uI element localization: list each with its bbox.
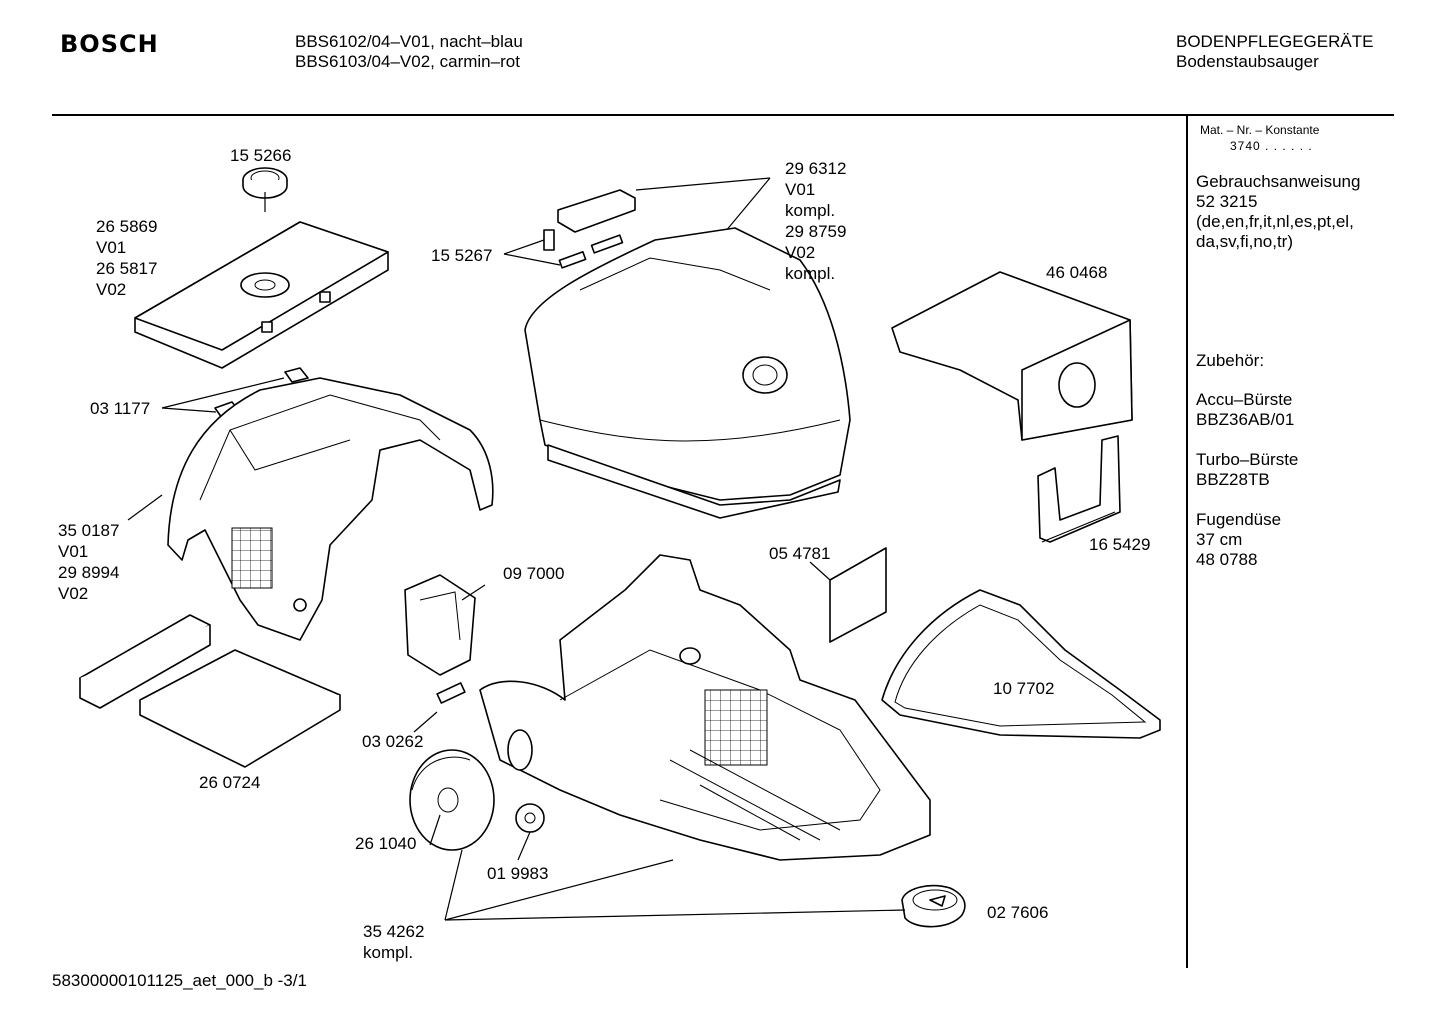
- part-filter-plate: [79, 614, 341, 768]
- mat-value: 3740 . . . . . .: [1230, 139, 1313, 153]
- part-knob: [242, 167, 288, 212]
- accessory-name: Accu–Bürste: [1196, 390, 1293, 409]
- part-label-26-5869: 26 5869 V01 26 5817 V02: [96, 216, 157, 300]
- part-number: 35 4262: [363, 922, 425, 941]
- part-variant: V02: [58, 584, 89, 603]
- nozzle-name: Fugendüse: [1196, 510, 1282, 529]
- model-line-1: BBS6102/04–V01, nacht–blau: [295, 32, 523, 51]
- part-hub: [515, 803, 545, 861]
- accessory-item: Accu–Bürste BBZ36AB/01: [1196, 390, 1294, 430]
- part-label-02-7606: 02 7606: [987, 903, 1049, 922]
- part-label-01-9983: 01 9983: [487, 864, 549, 883]
- sidebar-divider: [1186, 116, 1188, 968]
- part-number: 26 5869: [96, 217, 158, 236]
- leader-lines: [127, 494, 906, 921]
- part-label-46-0468: 46 0468: [1046, 263, 1108, 282]
- accessory-name: Turbo–Bürste: [1196, 450, 1299, 469]
- part-number: 29 8759: [785, 222, 847, 241]
- manual-block: Gebrauchsanweisung 52 3215 (de,en,fr,it,…: [1196, 172, 1360, 252]
- part-bag-holder: [1037, 435, 1121, 543]
- accessory-code: BBZ28TB: [1196, 470, 1270, 489]
- part-variant: V02: [785, 243, 816, 262]
- exploded-view-drawing: [79, 167, 1161, 928]
- accessory-item: Turbo–Bürste BBZ28TB: [1196, 450, 1298, 490]
- part-label-35-4262: 35 4262 kompl.: [363, 921, 424, 963]
- part-kompl: kompl.: [785, 201, 836, 220]
- accessories-title: Zubehör:: [1196, 351, 1265, 370]
- part-kompl: kompl.: [785, 264, 836, 283]
- part-filter-cover: [134, 221, 389, 369]
- model-line-2: BBS6103/04–V02, carmin–rot: [295, 52, 520, 71]
- part-label-16-5429: 16 5429: [1089, 535, 1151, 554]
- part-number: 35 0187: [58, 521, 120, 540]
- part-filter-sheet: [809, 547, 887, 643]
- part-dust-bag: [891, 271, 1133, 441]
- part-variant: V01: [58, 542, 89, 561]
- part-number: 29 8994: [58, 563, 120, 582]
- part-handle-latch: [503, 177, 771, 269]
- part-label-26-0724: 26 0724: [199, 773, 261, 792]
- part-number: 29 6312: [785, 159, 847, 178]
- manual-number: 52 3215: [1196, 192, 1258, 211]
- part-label-35-0187: 35 0187 V01 29 8994 V02: [58, 520, 119, 604]
- accessory-code: BBZ36AB/01: [1196, 410, 1295, 429]
- model-info: BBS6102/04–V01, nacht–blau BBS6103/04–V0…: [295, 32, 523, 72]
- category-info: BODENPFLEGEGERÄTE Bodenstaubsauger: [1176, 32, 1373, 72]
- part-label-05-4781: 05 4781: [769, 544, 831, 563]
- header-divider: [52, 114, 1394, 116]
- part-base-body: [479, 554, 931, 861]
- mat-label: Mat. – Nr. – Konstante: [1200, 123, 1320, 137]
- nozzle-item: Fugendüse 37 cm 48 0788: [1196, 510, 1281, 570]
- part-kompl: kompl.: [363, 943, 414, 962]
- part-wheel: [409, 749, 495, 851]
- part-main-lid: [524, 227, 851, 519]
- document-id: 58300000101125_aet_000_b -3/1: [52, 971, 307, 990]
- manual-languages-1: (de,en,fr,it,nl,es,pt,el,: [1196, 212, 1354, 231]
- part-housing-top: [167, 377, 494, 641]
- nozzle-code: 48 0788: [1196, 550, 1258, 569]
- manual-languages-2: da,sv,fi,no,tr): [1196, 232, 1293, 251]
- part-variant: V01: [785, 180, 816, 199]
- category-title: BODENPFLEGEGERÄTE: [1176, 32, 1374, 51]
- brand-logo: BOSCH: [60, 30, 159, 58]
- part-label-09-7000: 09 7000: [503, 564, 565, 583]
- part-variant: V01: [96, 238, 127, 257]
- part-variant: V02: [96, 280, 127, 299]
- part-label-03-1177: 03 1177: [90, 399, 151, 418]
- part-gasket: [881, 589, 1161, 739]
- part-label-15-5267: 15 5267: [431, 246, 493, 265]
- part-number: 26 5817: [96, 259, 158, 278]
- part-label-03-0262: 03 0262: [362, 732, 424, 751]
- part-label-26-1040: 26 1040: [355, 834, 417, 853]
- category-subtitle: Bodenstaubsauger: [1176, 52, 1319, 71]
- part-label-15-5266: 15 5266: [230, 146, 292, 165]
- nozzle-size: 37 cm: [1196, 530, 1243, 549]
- part-exhaust-filter: [404, 574, 486, 733]
- part-label-10-7702: 10 7702: [993, 679, 1055, 698]
- part-label-29-6312: 29 6312 V01 kompl. 29 8759 V02 kompl.: [785, 158, 846, 284]
- part-castor: [901, 884, 966, 928]
- manual-title: Gebrauchsanweisung: [1196, 172, 1361, 191]
